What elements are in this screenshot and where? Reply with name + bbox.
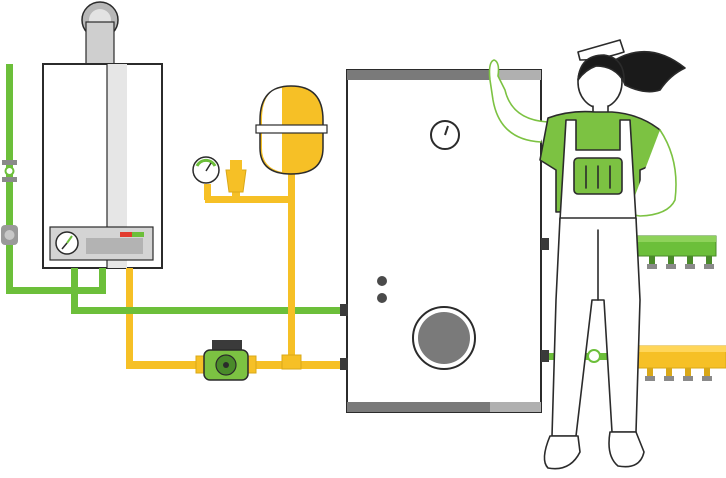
- safety-group: [204, 160, 293, 203]
- green-supply-pipe: [71, 307, 347, 314]
- character-plumber: [488, 39, 686, 470]
- green-manifold: [631, 235, 717, 269]
- yellow-manifold: [631, 345, 726, 381]
- tank-outlet-pipes: [541, 238, 629, 363]
- circulation-pump-icon: [195, 340, 257, 381]
- thermometer-dial-icon: [430, 120, 460, 150]
- pressure-gauge-icon: [55, 231, 79, 255]
- boiler: [42, 1, 163, 269]
- filter-valve-icon: [1, 225, 18, 245]
- valve-icon: [2, 160, 17, 182]
- manometer-icon: [192, 156, 220, 184]
- expansion-vessel-icon: [255, 85, 328, 370]
- boiler-outlet-pipes: [71, 268, 133, 368]
